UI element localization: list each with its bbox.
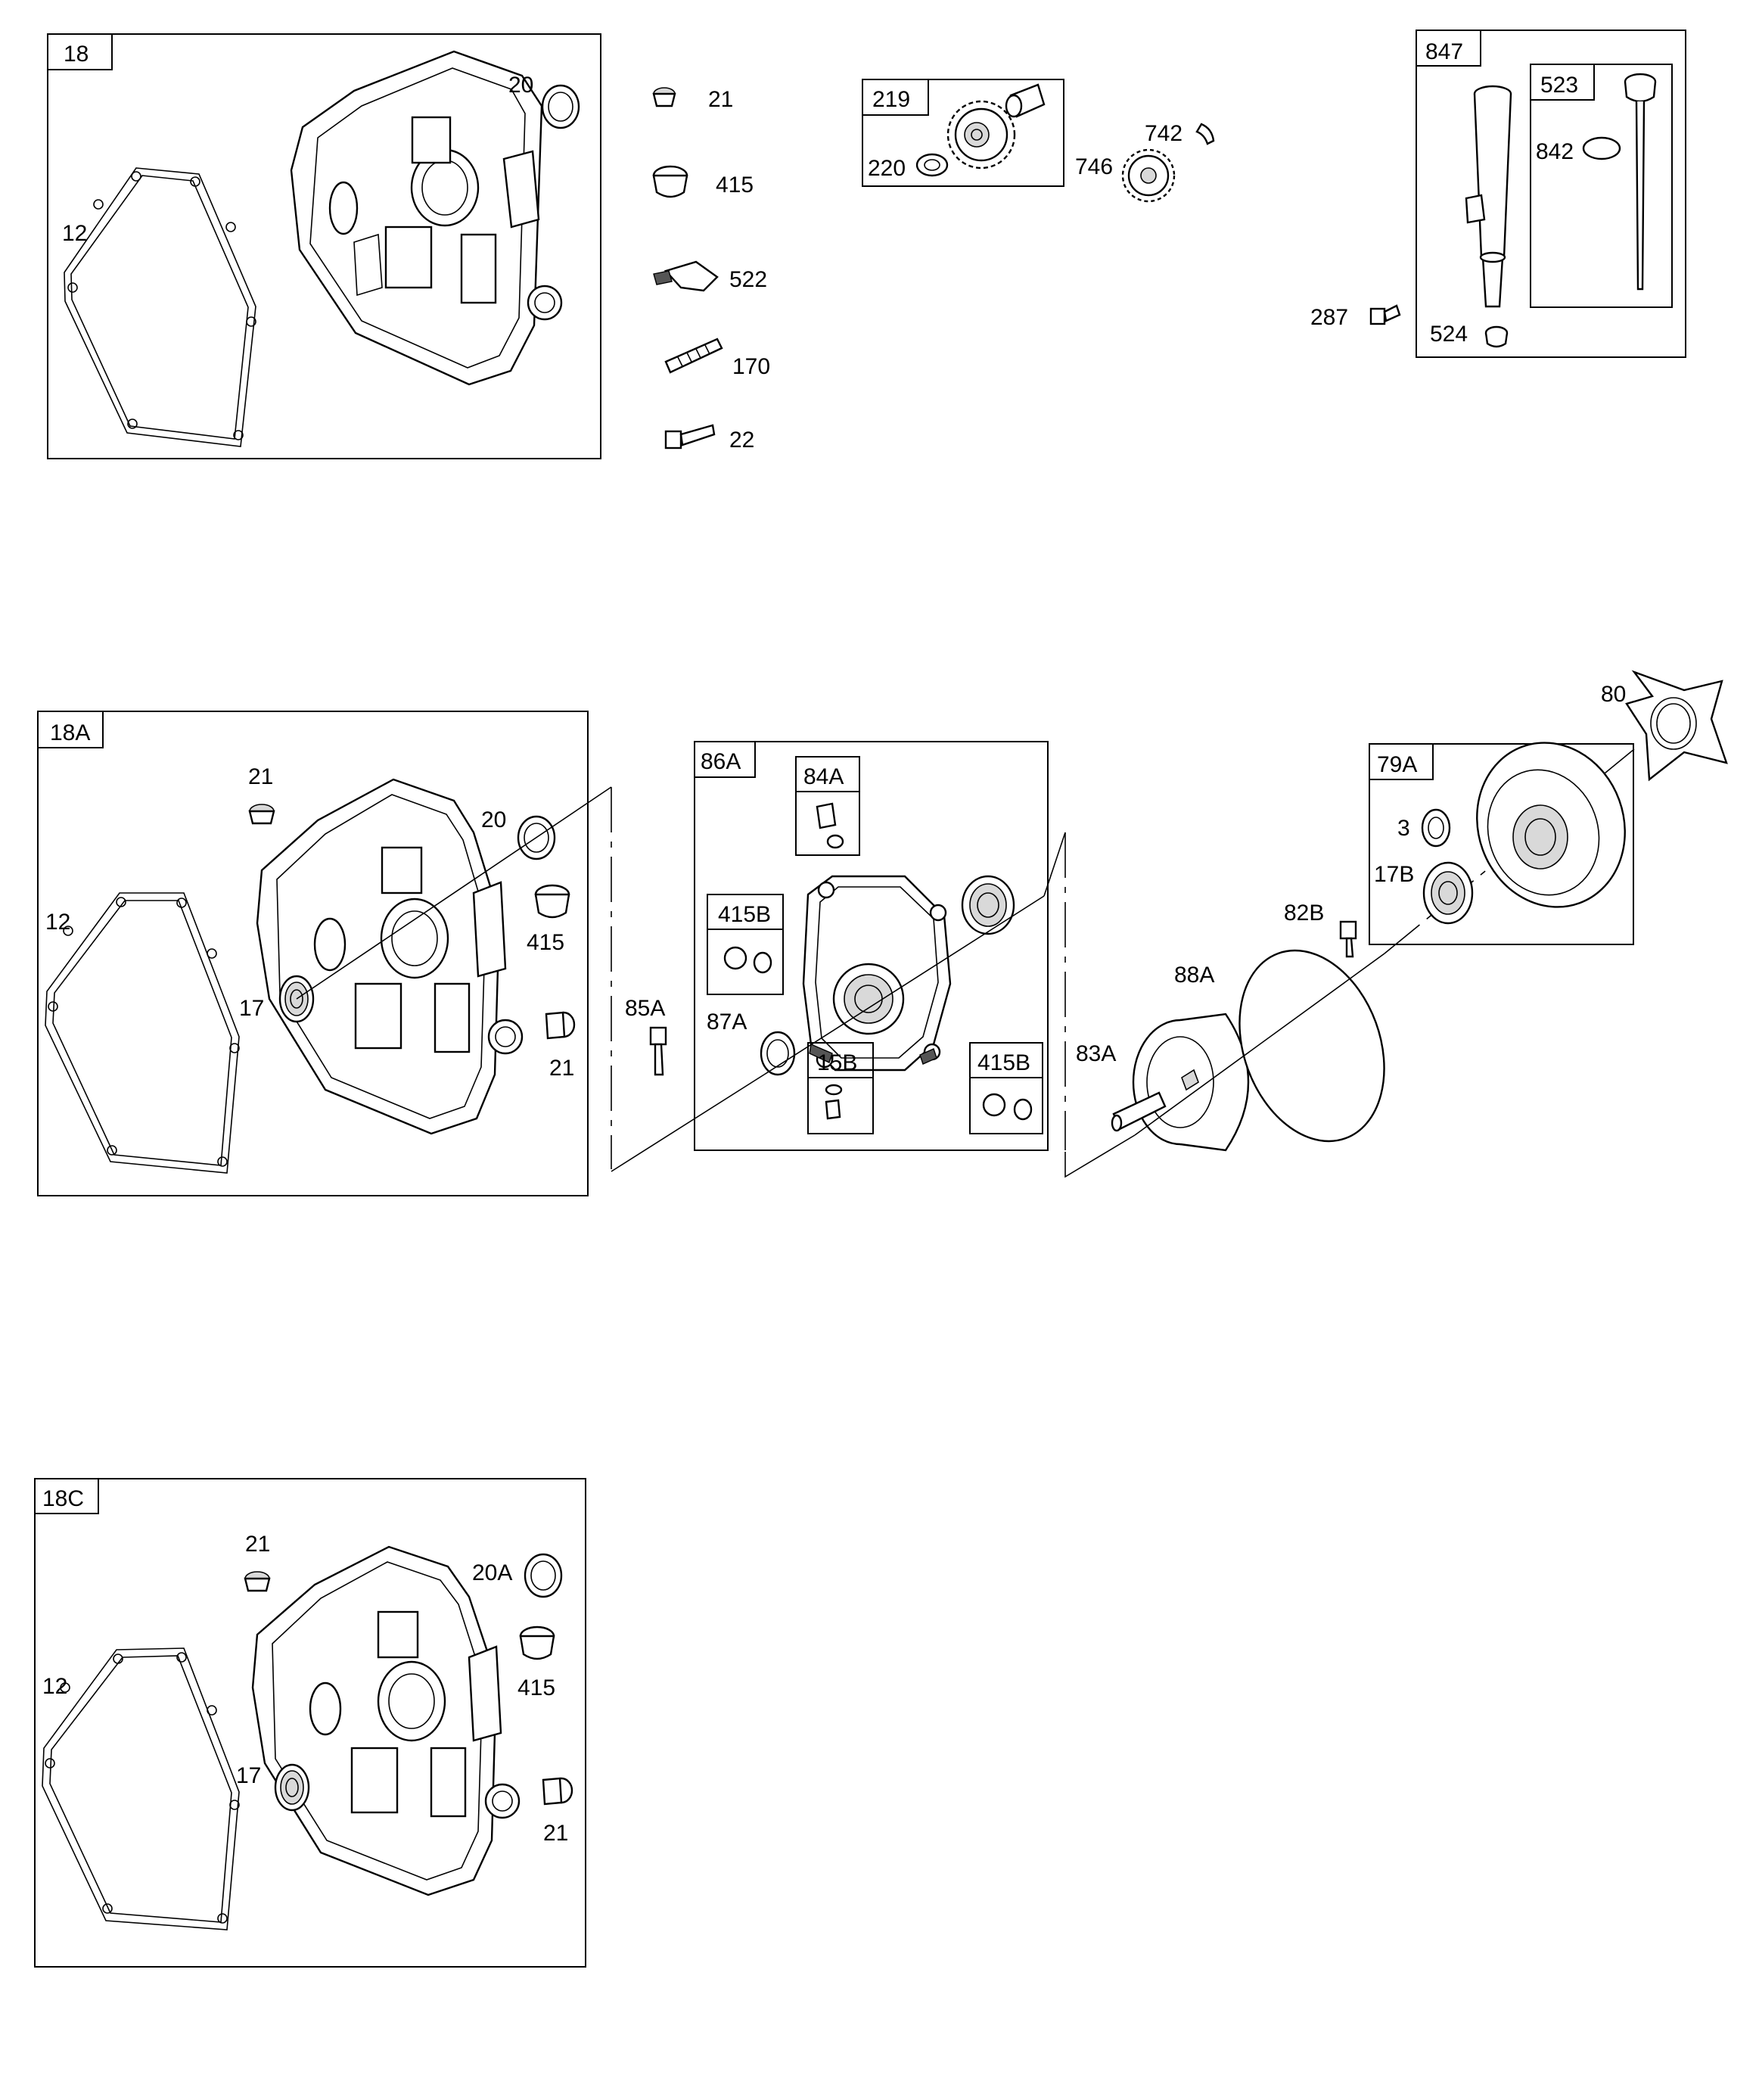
grommet-524	[1484, 325, 1509, 348]
group-18a-label: 18A	[50, 720, 90, 745]
breather-plug-21	[652, 87, 676, 107]
group-523-label: 523	[1540, 73, 1578, 98]
breather-plug-21	[248, 804, 275, 825]
group-15b-label: 15B	[817, 1050, 857, 1075]
label-522: 522	[729, 267, 767, 292]
crankcase-cover	[251, 1545, 521, 1896]
label-287: 287	[1310, 305, 1348, 330]
label-21-drain: 21	[549, 1056, 574, 1081]
oil-fill-cap-415	[519, 1626, 555, 1660]
pto-drum-83a	[1111, 1013, 1250, 1152]
crankcase-cover	[290, 50, 563, 386]
washer-220	[915, 153, 949, 177]
label-415: 415	[527, 930, 564, 955]
group-219-label: 219	[872, 87, 910, 112]
drain-plug-15b	[825, 1084, 843, 1120]
label-415: 415	[517, 1675, 555, 1700]
crankcase-sump-cover	[802, 875, 952, 1072]
label-21: 21	[245, 1532, 270, 1557]
label-12: 12	[62, 221, 87, 246]
label-88a: 88A	[1174, 963, 1214, 988]
loose-parts: 21 415 522 170 22	[652, 87, 770, 453]
oil-seal-87a	[760, 1031, 796, 1076]
label-21-drain: 21	[543, 1821, 568, 1846]
label-85a: 85A	[625, 996, 665, 1021]
group-18: 18 12 20	[47, 33, 601, 459]
crankcase-cover	[256, 778, 524, 1135]
label-220: 220	[868, 156, 906, 181]
governor-shaft-sleeve	[1005, 83, 1046, 118]
group-86a: 86A 84A 415B	[694, 741, 1049, 1151]
gasket-12	[64, 167, 256, 447]
label-17b: 17B	[1374, 862, 1414, 887]
gasket-12	[45, 892, 240, 1174]
label-17: 17	[239, 996, 264, 1021]
group-18a: 18A 12 21	[37, 711, 612, 1196]
label-20: 20	[508, 73, 533, 98]
drain-plug-21	[542, 1777, 573, 1806]
label-80: 80	[1601, 682, 1626, 707]
oil-seal-20	[541, 84, 580, 129]
group-86a-label: 86A	[701, 749, 741, 774]
oil-seal-20a	[524, 1553, 563, 1598]
label-3: 3	[1397, 816, 1410, 841]
group-415b-left-label: 415B	[718, 902, 771, 927]
label-742: 742	[1145, 121, 1183, 146]
oil-fill-cap-415	[534, 884, 570, 919]
label-20: 20	[481, 807, 506, 832]
seal-3	[1421, 808, 1451, 848]
bearing	[961, 875, 1015, 935]
group-18c: 18C 12 21	[34, 1478, 586, 1968]
plug-84a	[816, 802, 844, 849]
group-847: 847 523 842 524	[1416, 30, 1686, 358]
dipstick-tube	[1465, 85, 1512, 308]
screw-82b	[1339, 920, 1357, 958]
o-ring-88a	[1238, 949, 1385, 1143]
label-12: 12	[42, 1674, 67, 1699]
dipstick-523	[1624, 73, 1657, 291]
screw-287	[1369, 304, 1401, 325]
group-84a-label: 84A	[803, 764, 844, 789]
label-524: 524	[1430, 322, 1468, 347]
clip-522	[653, 260, 719, 292]
group-79a: 79A 3 17B	[1369, 742, 1634, 945]
bearing-17b	[1422, 861, 1474, 925]
label-21: 21	[248, 764, 273, 789]
label-87a: 87A	[707, 1010, 747, 1034]
group-18-label: 18	[64, 42, 89, 67]
drain-plug-21	[545, 1011, 576, 1040]
cap-415b	[723, 946, 772, 974]
group-79a-label: 79A	[1377, 752, 1417, 777]
breather-plug-21	[244, 1571, 271, 1592]
stud-170	[664, 338, 723, 374]
label-21: 21	[708, 87, 733, 112]
group-18c-label: 18C	[42, 1486, 84, 1511]
label-17: 17	[236, 1763, 261, 1788]
label-12: 12	[45, 910, 70, 935]
gear-housing	[1476, 742, 1626, 908]
oil-fill-cap-415	[652, 165, 688, 198]
gasket-12	[42, 1647, 240, 1930]
screw-85a	[649, 1026, 667, 1076]
bearing-17	[274, 1763, 310, 1812]
label-415: 415	[716, 173, 754, 198]
label-22: 22	[729, 428, 754, 453]
label-20a: 20A	[472, 1560, 512, 1585]
governor-gear	[946, 100, 1016, 170]
retainer-742	[1195, 123, 1215, 145]
group-847-label: 847	[1425, 39, 1463, 64]
screw-22	[664, 424, 716, 450]
group-219: 219 220	[862, 79, 1064, 187]
gear-746	[1121, 148, 1176, 203]
label-170: 170	[732, 354, 770, 379]
o-ring-842	[1582, 136, 1621, 160]
cap-415b	[982, 1093, 1033, 1121]
label-83a: 83A	[1076, 1041, 1116, 1066]
label-746: 746	[1075, 154, 1113, 179]
label-82b: 82B	[1284, 901, 1324, 926]
gasket-80	[1625, 670, 1728, 782]
label-842: 842	[1536, 139, 1574, 164]
group-415b-right-label: 415B	[977, 1050, 1030, 1075]
